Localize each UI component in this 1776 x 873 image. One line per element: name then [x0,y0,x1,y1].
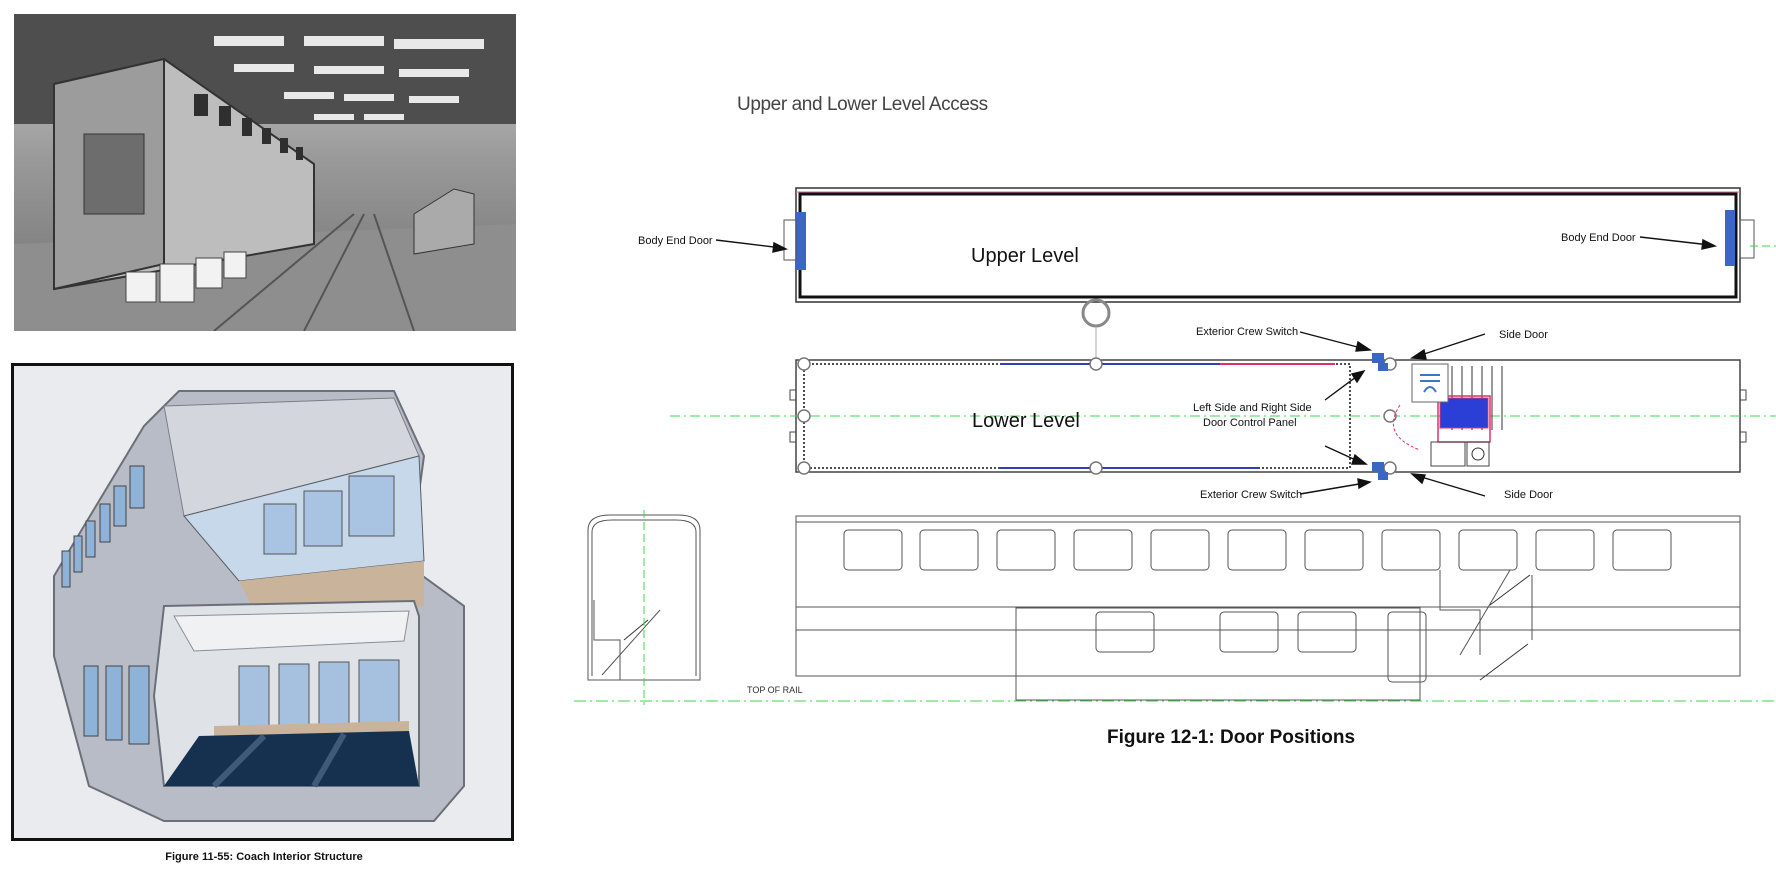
coach-interior-render [11,363,514,841]
exterior-crew-switch-top-label: Exterior Crew Switch [1196,326,1298,338]
rotate-handle-icon [1081,298,1111,363]
exterior-crew-switch-bottom-marker [1372,462,1384,472]
body-end-door-left-marker [796,212,806,270]
side-door-bottom-label: Side Door [1504,489,1553,501]
callout-arrows [715,236,1718,497]
exterior-crew-switch-bottom-label: Exterior Crew Switch [1200,489,1302,501]
body-end-door-left-label: Body End Door [638,235,713,247]
figure-12-1-caption: Figure 12-1: Door Positions [1107,727,1356,748]
figure-11-55-caption: Figure 11-55: Coach Interior Structure [165,851,363,863]
body-end-door-right-marker [1725,210,1735,266]
side-elevation [795,515,1741,701]
door-positions-diagram: Upper Level [574,187,1776,705]
factory-photo [14,14,516,331]
top-of-rail-label: TOP OF RAIL [747,685,803,695]
body-end-door-right-label: Body End Door [1561,232,1636,244]
side-door-top-label: Side Door [1499,329,1548,341]
floating-toolbar-icon [1411,363,1449,403]
door-control-panel-label-line2: Door Control Panel [1203,417,1297,429]
door-control-panel-label-line1: Left Side and Right Side [1193,402,1312,414]
diagram-title: Upper and Lower Level Access [737,94,988,115]
vestibule-stair-area [1392,363,1503,467]
exterior-crew-switch-top-marker [1372,353,1384,363]
end-elevation [587,510,701,705]
upper-level-plan: Upper Level [783,187,1776,303]
lower-level-label: Lower Level [972,410,1080,432]
upper-level-label: Upper Level [971,245,1079,267]
coach-interior-illustration [53,390,465,822]
factory-photo-illustration [14,14,516,331]
lower-level-plan: Lower Level [670,353,1776,480]
